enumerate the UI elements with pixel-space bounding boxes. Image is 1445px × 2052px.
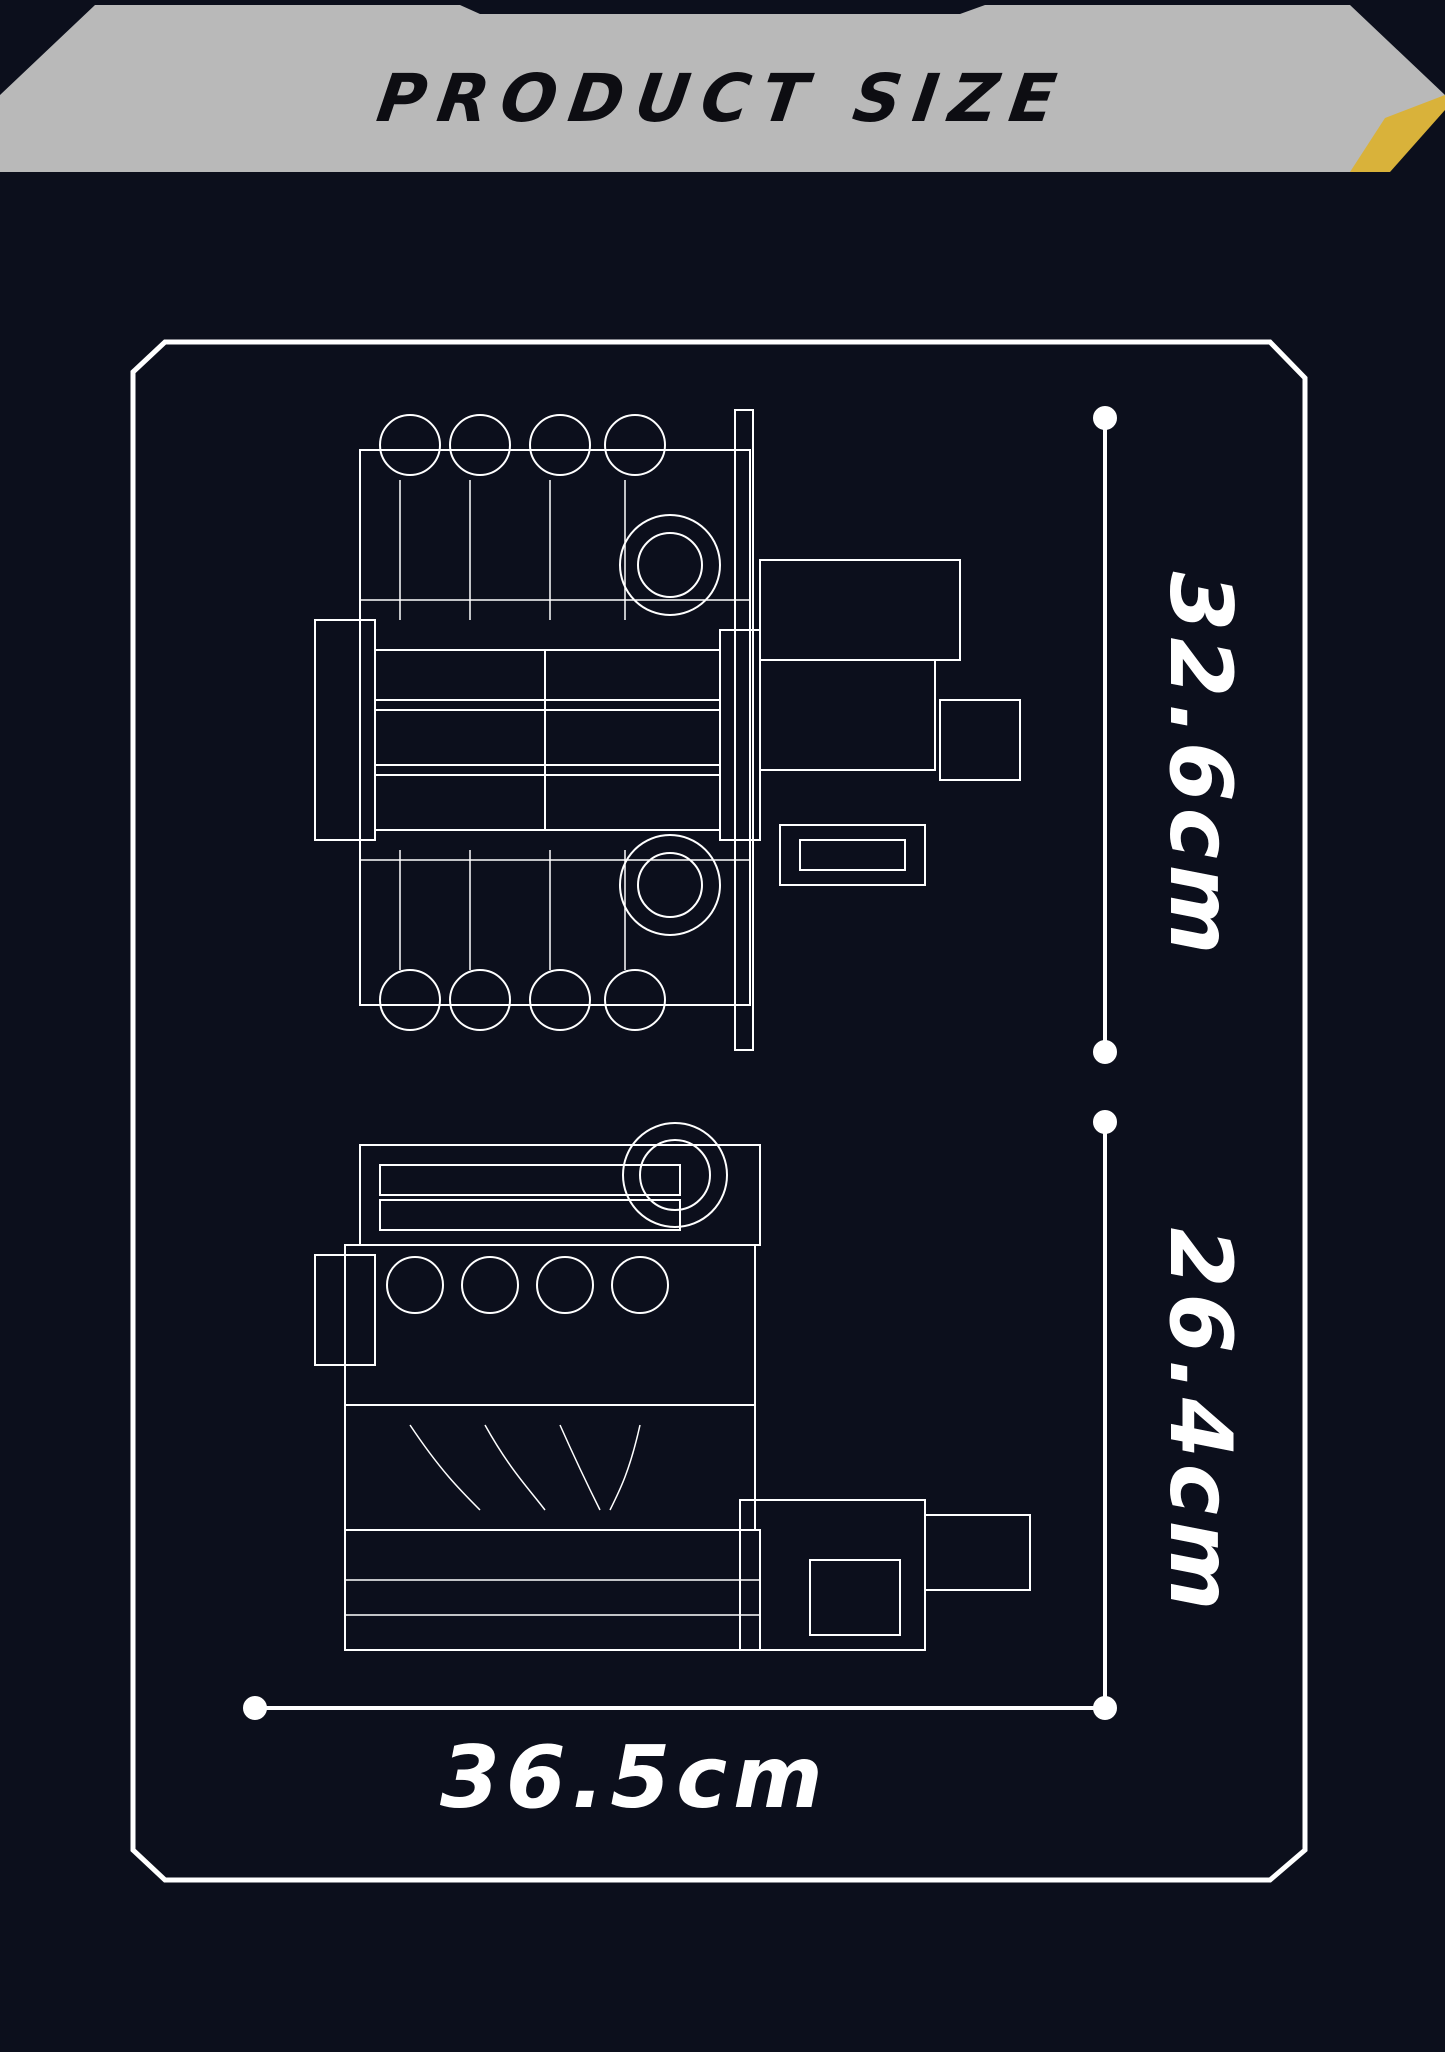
- page-title: PRODUCT SIZE: [372, 59, 1073, 137]
- width-label: 36.5cm: [440, 1728, 829, 1828]
- header-banner: [0, 5, 1445, 172]
- height-top-label: 32.6cm: [1150, 571, 1250, 961]
- dimension-frame: [130, 339, 1308, 1883]
- dimension-lines: [243, 406, 1117, 1720]
- height-bottom-label: 26.4cm: [1150, 1227, 1250, 1617]
- engine-top-view-icon: [314, 409, 1021, 1051]
- engine-side-view-icon: [314, 1122, 1031, 1651]
